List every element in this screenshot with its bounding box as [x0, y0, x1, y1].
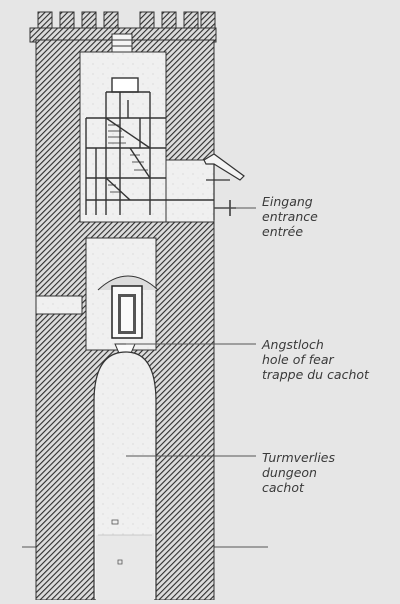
- roof-hatch: [111, 33, 133, 53]
- leader-lines: [126, 207, 256, 457]
- entrance-label-de: Eingang: [262, 194, 313, 209]
- entrance-label-en: entrance: [262, 209, 318, 224]
- dungeon-mark: [111, 519, 119, 525]
- entrance-label: Eingang entrance entrée: [262, 194, 318, 239]
- dungeon-label-fr: cachot: [262, 480, 304, 495]
- entrance-canopy: [203, 153, 245, 220]
- hole-of-fear-label: Angstloch hole of fear trappe du cachot: [262, 337, 369, 382]
- hole-of-fear-label-de: Angstloch: [262, 337, 324, 352]
- side-window: [35, 295, 83, 315]
- upper-chamber-extension: [165, 159, 215, 223]
- stair-treads: [108, 124, 148, 193]
- timber-staircase: [85, 77, 214, 215]
- dungeon-label-de: Turmverlies: [262, 450, 335, 465]
- hole-of-fear-label-fr: trappe du cachot: [262, 367, 369, 382]
- dungeon-label-en: dungeon: [262, 465, 317, 480]
- dungeon-floor-mark: [117, 559, 123, 565]
- dungeon-label: Turmverlies dungeon cachot: [262, 450, 335, 495]
- hole-of-fear-label-en: hole of fear: [262, 352, 334, 367]
- entrance-label-fr: entrée: [262, 224, 304, 239]
- dungeon-lower-shaft: [96, 535, 154, 600]
